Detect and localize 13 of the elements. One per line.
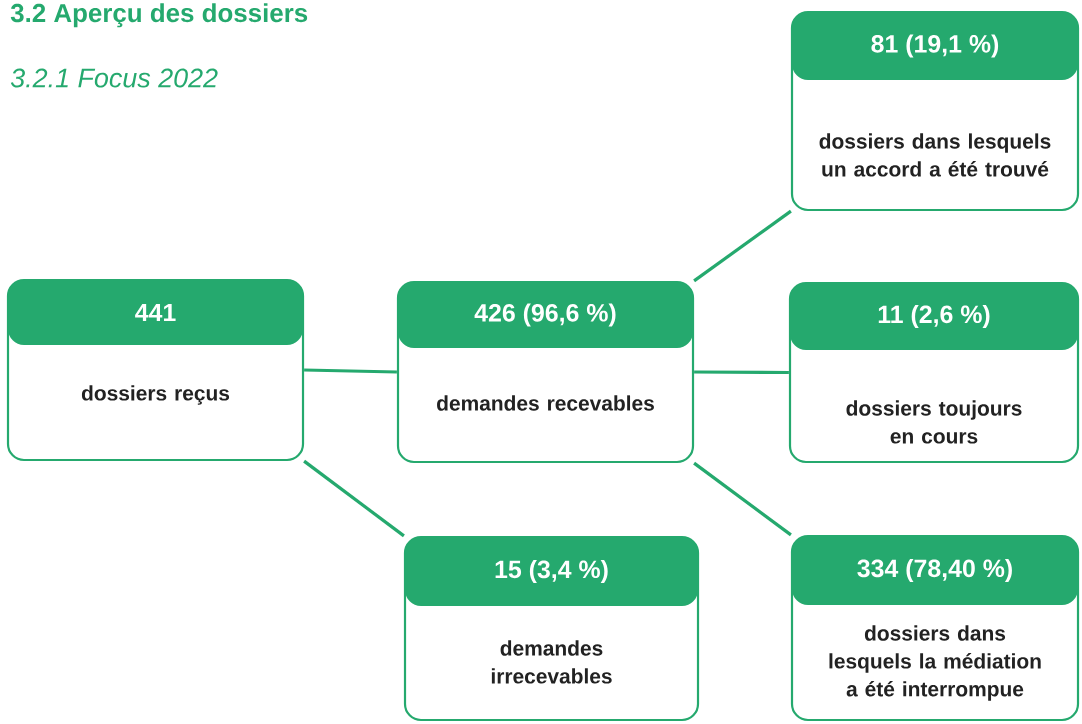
- card: 11 (2,6 %) dossiers toujours en cours: [788, 281, 1080, 464]
- card: 334 (78,40 %) dossiers dans lesquels la médiation a été interrompue: [790, 534, 1080, 722]
- card: 441 dossiers reçus: [6, 278, 305, 462]
- card: 15 (3,4 %) demandes irrecevables: [403, 535, 700, 722]
- card: 81 (19,1 %) dossiers dans lesquels un accord a été trouvé: [790, 10, 1080, 212]
- subsection-heading: 3.2.1 Focus 2022: [10, 68, 218, 88]
- section-heading: 3.2 Aperçu des dossiers: [10, 3, 308, 28]
- card: 426 (96,6 %) demandes recevables: [396, 280, 695, 464]
- connector-line: [693, 461, 792, 537]
- connector-line: [303, 459, 405, 538]
- connector-line: [693, 209, 792, 283]
- connector-line: [304, 368, 397, 374]
- connector-line: [694, 370, 789, 375]
